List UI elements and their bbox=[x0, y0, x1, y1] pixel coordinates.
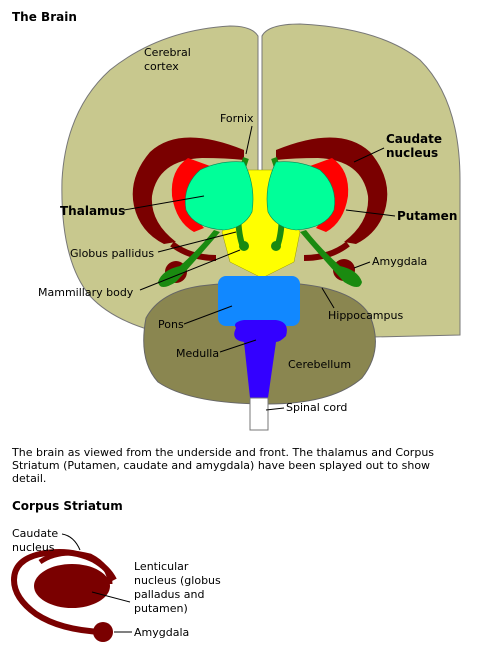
label-caudate-2: nucleus bbox=[386, 146, 438, 160]
caption: The brain as viewed from the underside a… bbox=[12, 446, 435, 485]
thalamus-right bbox=[266, 161, 335, 231]
medulla bbox=[234, 320, 287, 398]
striatum-label-lenticular-1: Lenticular bbox=[134, 560, 189, 573]
leader-pons bbox=[183, 305, 233, 325]
label-cerebral-cortex-2: cortex bbox=[144, 60, 179, 73]
hippocampus-right bbox=[300, 230, 362, 287]
striatum-leader-caudate bbox=[61, 533, 81, 551]
caudate-nucleus-left bbox=[132, 137, 244, 244]
label-spinal-cord: Spinal cord bbox=[286, 401, 347, 414]
leader-hippocampus bbox=[321, 287, 335, 309]
striatum-label-caudate-1: Caudate bbox=[12, 527, 58, 540]
amygdala-tail-left bbox=[170, 241, 217, 261]
striatum-label-lenticular-4: putamen) bbox=[134, 602, 188, 615]
label-pons: Pons bbox=[158, 318, 184, 331]
section-title-corpus-striatum: Corpus Striatum bbox=[12, 499, 123, 513]
amygdala-tail-right bbox=[303, 241, 350, 261]
putamen-left bbox=[171, 158, 210, 232]
leader-amygdala bbox=[353, 261, 371, 269]
label-thalamus: Thalamus bbox=[60, 204, 125, 218]
leader-globus-pallidus bbox=[157, 231, 237, 253]
striatum-label-caudate-2: nucleus bbox=[12, 541, 55, 554]
spinal-cord bbox=[249, 397, 269, 431]
label-globus-pallidus: Globus pallidus bbox=[70, 247, 154, 260]
pons bbox=[218, 276, 300, 326]
label-medulla: Medulla bbox=[176, 347, 219, 360]
thalamus-left bbox=[185, 161, 254, 231]
leader-mammillary-body bbox=[139, 249, 241, 291]
label-fornix: Fornix bbox=[220, 112, 254, 125]
leader-fornix bbox=[245, 125, 253, 155]
leader-spinal-cord bbox=[265, 407, 285, 411]
mammillary-body-right bbox=[271, 241, 281, 251]
leader-caudate bbox=[353, 147, 385, 163]
striatum-lenticular-nucleus bbox=[34, 564, 110, 608]
striatum-label-amygdala: Amygdala bbox=[134, 626, 189, 639]
label-caudate-1: Caudate bbox=[386, 132, 442, 146]
label-putamen: Putamen bbox=[397, 209, 457, 223]
label-amygdala: Amygdala bbox=[372, 255, 427, 268]
label-mammillary-body: Mammillary body bbox=[38, 286, 134, 299]
mammillary-body-left bbox=[239, 241, 249, 251]
hippocampus-left bbox=[158, 230, 220, 287]
leader-putamen bbox=[345, 209, 396, 217]
striatum-amygdala bbox=[93, 622, 113, 642]
striatum-label-lenticular-2: nucleus (globus bbox=[134, 574, 221, 587]
cerebral-cortex-left bbox=[61, 25, 259, 341]
striatum-caudate-head bbox=[38, 550, 113, 585]
striatum-label-lenticular-3: palladus and bbox=[134, 588, 204, 601]
diagram-title: The Brain bbox=[12, 10, 77, 24]
striatum-leader-lenticular bbox=[91, 591, 131, 603]
label-hippocampus: Hippocampus bbox=[328, 309, 403, 322]
leader-thalamus bbox=[123, 195, 205, 211]
putamen-right bbox=[310, 158, 349, 232]
leader-medulla bbox=[219, 339, 257, 353]
caudate-nucleus-right bbox=[276, 137, 388, 244]
label-cerebellum: Cerebellum bbox=[288, 358, 351, 371]
label-cerebral-cortex-1: Cerebral bbox=[144, 46, 191, 59]
